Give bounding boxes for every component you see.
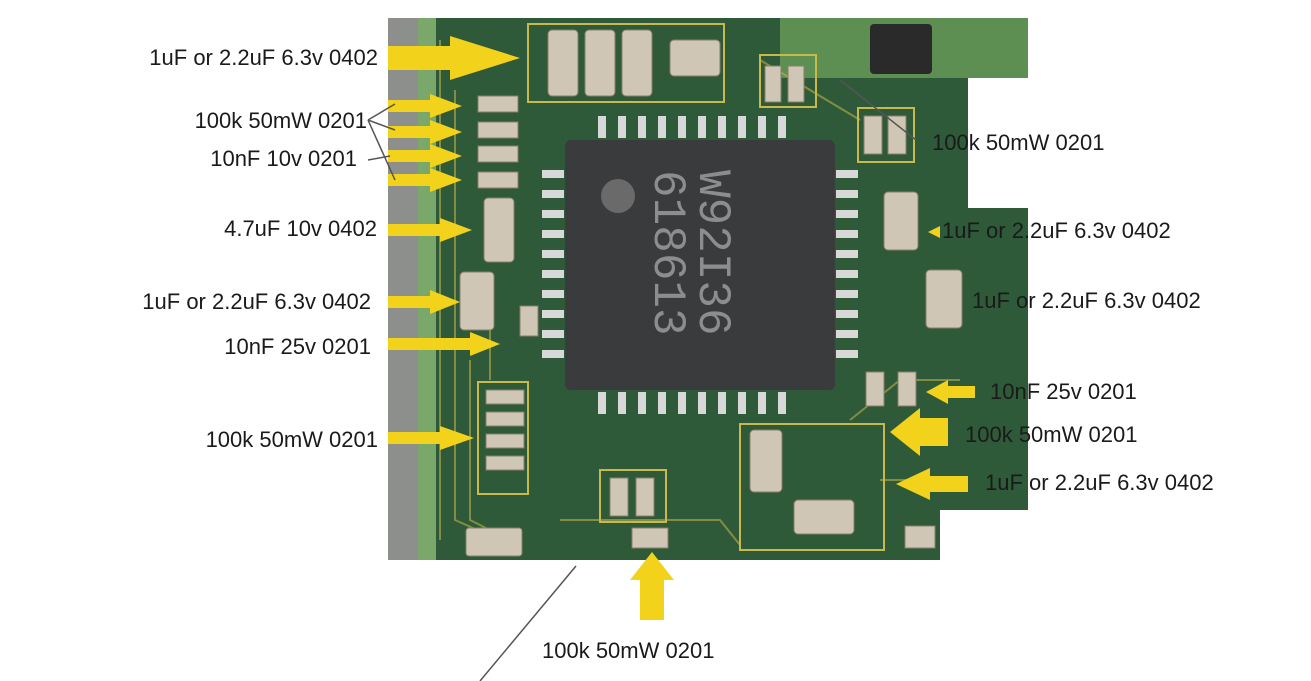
label-left-1: 1uF or 2.2uF 6.3v 0402 <box>149 45 378 70</box>
label-right-1: 100k 50mW 0201 <box>932 130 1105 155</box>
label-left-4: 4.7uF 10v 0402 <box>224 216 377 241</box>
pcb-left-edge <box>388 18 418 560</box>
leader-lines <box>367 79 917 681</box>
silkscreen-outlines <box>477 23 915 551</box>
pcb-right-cutout <box>968 78 1028 208</box>
chip-pin1-dot <box>601 179 635 213</box>
chip-marking-2: 618613 <box>641 170 693 336</box>
label-right-2: 1uF or 2.2uF 6.3v 0402 <box>942 218 1171 243</box>
pcb-right-cutout-2 <box>940 510 1030 562</box>
label-bottom-1: 100k 50mW 0201 <box>542 638 715 663</box>
label-left-2: 100k 50mW 0201 <box>194 108 367 133</box>
label-left-5: 1uF or 2.2uF 6.3v 0402 <box>142 289 371 314</box>
chip-pins <box>542 116 858 414</box>
small-ic-top-right <box>870 24 932 74</box>
label-right-6: 1uF or 2.2uF 6.3v 0402 <box>985 470 1214 495</box>
label-left-6: 10nF 25v 0201 <box>224 334 371 359</box>
label-right-4: 10nF 25v 0201 <box>990 379 1137 404</box>
smd-components <box>459 29 963 557</box>
chip-marking-1: W92I36 <box>686 170 738 336</box>
label-right-5: 100k 50mW 0201 <box>965 422 1138 447</box>
label-left-3: 10nF 10v 0201 <box>210 146 357 171</box>
label-left-7: 100k 50mW 0201 <box>205 427 378 452</box>
annotation-arrows <box>388 36 975 620</box>
label-right-3: 1uF or 2.2uF 6.3v 0402 <box>972 288 1201 313</box>
